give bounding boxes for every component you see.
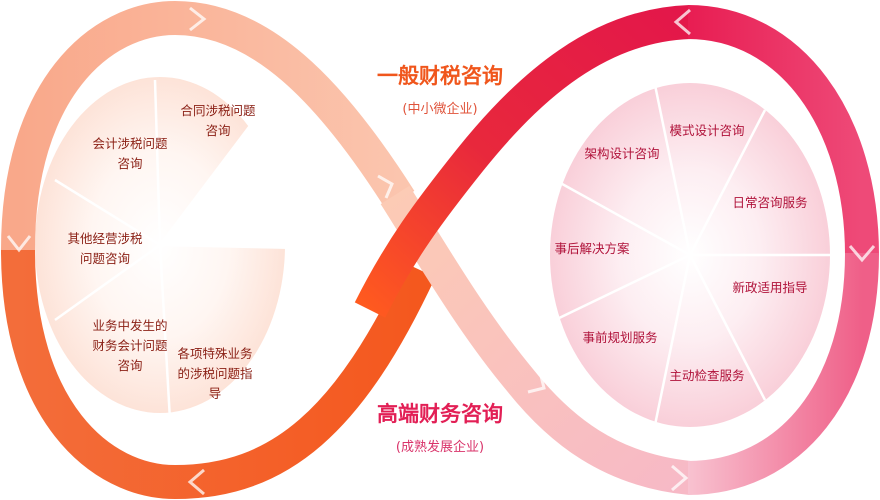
left-loop-bottom: [1, 249, 436, 500]
left-wheel-divider: [54, 178, 161, 247]
chevron-icon: [848, 245, 876, 263]
right-wheel-item: 事后解决方案: [554, 241, 630, 256]
right-wheel-item-line: 模式设计咨询: [669, 123, 744, 138]
right-wheel-divider: [653, 254, 692, 426]
left-wheel-divider: [54, 243, 161, 322]
left-wheel-opening: [160, 70, 300, 248]
bottom-service-subtitle: (成熟发展企业): [395, 440, 485, 455]
right-wheel-item-line: 新政适用指导: [732, 280, 807, 295]
right-loop-bottom: [687, 252, 879, 495]
top-service-title: 一般财税咨询: [377, 64, 503, 88]
left-wheel-item-line: 咨询: [205, 123, 230, 138]
right-wheel-divider: [554, 253, 691, 322]
right-loop-top: [687, 5, 879, 256]
right-wheel-divider: [554, 178, 691, 257]
chevron-icon: [527, 371, 546, 394]
right-wheel-item: 模式设计咨询: [669, 123, 744, 138]
left-wheel-item-line: 业务中发生的: [92, 318, 167, 333]
chevron-icon: [187, 468, 205, 496]
right-wheel-item: 主动检查服务: [669, 368, 744, 383]
right-wheel-item-line: 事前规划服务: [582, 330, 657, 345]
right-service-wheel: 模式设计咨询架构设计咨询日常咨询服务事后解决方案新政适用指导事前规划服务主动检查…: [550, 83, 830, 427]
ribbon-cross-down: [380, 185, 692, 495]
left-wheel-divider: [158, 244, 172, 421]
right-wheel-item: 事前规划服务: [582, 330, 657, 345]
chevron-icon: [6, 235, 32, 253]
left-wheel-divider: [153, 79, 162, 246]
right-wheel-item: 架构设计咨询: [584, 146, 659, 161]
right-wheel-item-line: 事后解决方案: [554, 241, 630, 256]
chevron-icon: [673, 8, 691, 36]
top-service-heading: 一般财税咨询 (中小微企业): [340, 60, 540, 117]
right-wheel-item-line: 日常咨询服务: [732, 195, 807, 210]
right-wheel-divider: [688, 109, 767, 256]
left-wheel-item: 会计涉税问题咨询: [92, 136, 168, 171]
left-wheel-item-line: 财务会计问题: [92, 338, 168, 353]
right-wheel-item: 新政适用指导: [732, 280, 807, 295]
left-service-wheel: 合同涉税问题咨询会计涉税问题咨询其他经营涉税问题咨询业务中发生的财务会计问题咨询…: [35, 69, 301, 421]
chevron-icon: [671, 464, 689, 492]
left-wheel-item-line: 会计涉税问题: [92, 136, 168, 151]
bottom-service-title: 高端财务咨询: [377, 402, 503, 426]
left-wheel-divider: [159, 69, 293, 246]
right-wheel-item-line: 架构设计咨询: [584, 146, 659, 161]
chevron-icon: [189, 6, 207, 32]
right-wheel-item: 日常咨询服务: [732, 195, 807, 210]
left-wheel-item-line: 合同涉税问题: [180, 103, 256, 118]
left-loop-top: [1, 0, 415, 251]
left-wheel-item-line: 问题咨询: [80, 251, 130, 266]
left-wheel-item-line: 其他经营涉税: [67, 231, 143, 246]
left-wheel-item: 业务中发生的财务会计问题咨询: [92, 318, 168, 373]
left-wheel-item-line: 咨询: [117, 156, 142, 171]
left-wheel-divider: [159, 243, 301, 250]
top-service-subtitle: (中小微企业): [402, 102, 478, 117]
left-wheel-item: 其他经营涉税问题咨询: [67, 231, 143, 266]
right-wheel-item-line: 主动检查服务: [669, 368, 744, 383]
ribbon-cross-up: [354, 5, 691, 318]
left-wheel-item-line: 各项特殊业务: [177, 346, 252, 361]
left-wheel-item-line: 导: [209, 386, 222, 401]
right-wheel-divider: [688, 254, 767, 401]
left-wheel-item-line: 咨询: [117, 358, 142, 373]
left-wheel-item: 各项特殊业务的涉税问题指导: [177, 346, 252, 401]
left-wheel-item: 合同涉税问题咨询: [180, 103, 256, 138]
right-wheel-divider: [653, 84, 692, 256]
left-wheel-item-line: 的涉税问题指: [177, 366, 252, 381]
bottom-service-heading: 高端财务咨询 (成熟发展企业): [340, 398, 540, 455]
chevron-icon: [377, 174, 394, 199]
